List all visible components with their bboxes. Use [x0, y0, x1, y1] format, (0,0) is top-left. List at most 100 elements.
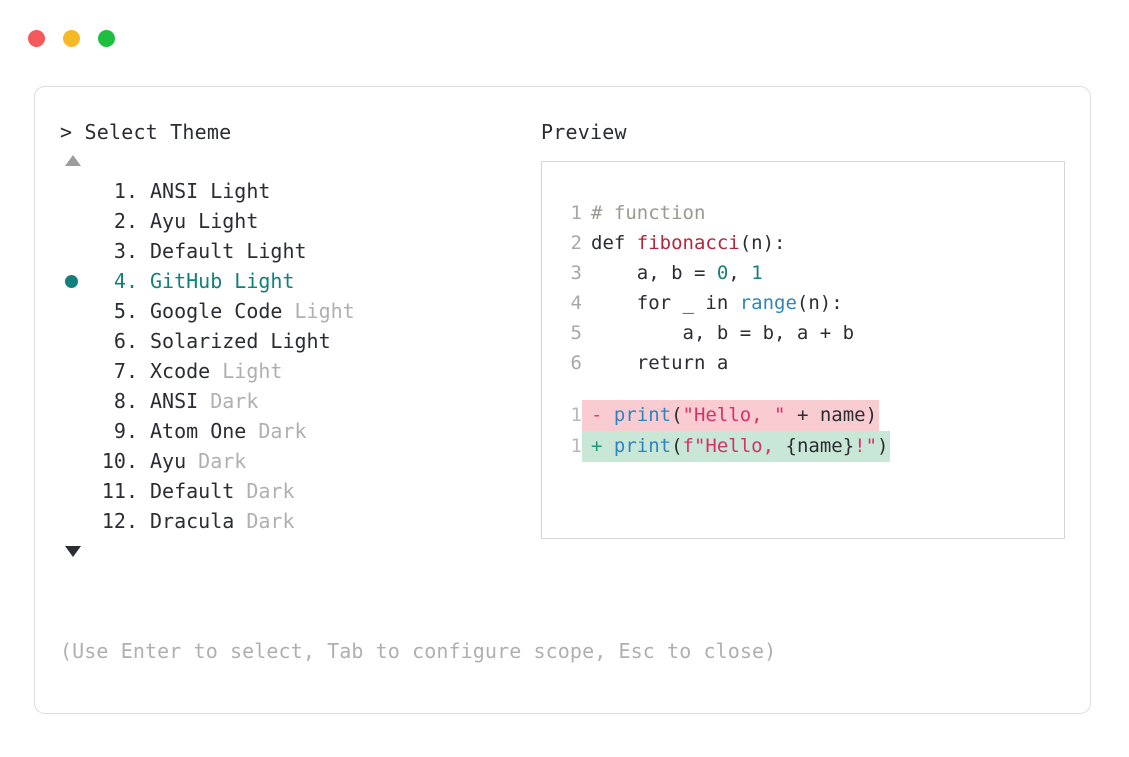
theme-item-label: Dracula: [150, 509, 235, 533]
theme-list-item[interactable]: 11. Default Dark: [60, 476, 530, 506]
theme-item-label: ANSI: [150, 389, 199, 413]
code-token: +: [591, 435, 614, 457]
theme-list-item[interactable]: 3.Default Light: [60, 236, 530, 266]
code-token: print: [613, 404, 672, 426]
code-token: fibonacci: [636, 232, 740, 254]
theme-list-item[interactable]: 1. ANSI Light: [60, 176, 530, 206]
code-line-text: for _ in range(n):: [582, 288, 843, 318]
code-token: -: [591, 404, 614, 426]
theme-item-number: 2.: [113, 209, 138, 233]
code-token: 1: [751, 262, 763, 284]
theme-item-variant: Light: [234, 239, 307, 263]
code-token: (: [671, 435, 683, 457]
code-line: 5 a, b = b, a + b: [560, 318, 1064, 348]
code-line: 6 return a: [560, 348, 1064, 378]
theme-item-variant: Light: [186, 209, 259, 233]
code-token: ): [877, 435, 889, 457]
line-number: 1: [570, 404, 582, 426]
theme-item-variant: Dark: [198, 389, 259, 413]
code-spacer: [560, 378, 1064, 400]
theme-item-variant: Dark: [234, 509, 295, 533]
minimize-button[interactable]: [63, 30, 80, 47]
theme-list-item[interactable]: 6.Solarized Light: [60, 326, 530, 356]
theme-item-number: 4.: [113, 269, 138, 293]
theme-list-item[interactable]: 9.Atom One Dark: [60, 416, 530, 446]
theme-item-number: 9.: [113, 419, 138, 443]
theme-list-item[interactable]: 4.GitHub Light: [60, 266, 530, 296]
theme-item-label: ANSI: [150, 179, 199, 203]
code-token: f"Hello,: [682, 435, 786, 457]
theme-list-item[interactable]: 2. Ayu Light: [60, 206, 530, 236]
code-token: ,: [728, 262, 752, 284]
theme-item-variant: Light: [198, 179, 271, 203]
code-token: a, b = b, a + b: [591, 322, 855, 344]
theme-item-variant: Dark: [186, 449, 247, 473]
code-token: print: [613, 435, 672, 457]
theme-item-label: GitHub: [150, 269, 223, 293]
code-token: a, b =: [591, 262, 717, 284]
theme-item-variant: Light: [258, 329, 331, 353]
code-token: # function: [591, 202, 706, 224]
theme-item-variant: Light: [210, 359, 283, 383]
theme-item-label: Solarized: [150, 329, 259, 353]
selection-indicator-slot: [60, 274, 90, 288]
maximize-button[interactable]: [98, 30, 115, 47]
theme-item-variant: Dark: [234, 479, 295, 503]
code-token: def: [591, 232, 637, 254]
line-number: 1: [570, 202, 582, 224]
code-token: 0: [716, 262, 729, 284]
theme-item-number: 1.: [113, 179, 138, 203]
code-token: + name): [785, 404, 878, 426]
code-token: (n):: [739, 232, 786, 254]
code-token: !": [854, 435, 878, 457]
theme-item-variant: Dark: [246, 419, 307, 443]
selected-bullet-icon: [65, 274, 78, 288]
code-line: 4 for _ in range(n):: [560, 288, 1064, 318]
theme-item-number: 8.: [113, 389, 138, 413]
theme-list-item[interactable]: 10. Ayu Dark: [60, 446, 530, 476]
line-number: 3: [570, 262, 582, 284]
code-line-text: def fibonacci(n):: [582, 228, 785, 258]
scroll-down-icon[interactable]: [65, 546, 81, 557]
scroll-up-icon[interactable]: [65, 155, 81, 166]
theme-item-number: 12.: [101, 509, 138, 533]
diff-added-line: 1+ print(f"Hello, {name}!"): [560, 431, 1064, 462]
diff-removed-line: 1- print("Hello, " + name): [560, 400, 1064, 431]
theme-item-label: Xcode: [150, 359, 211, 383]
theme-item-label: Ayu: [150, 449, 187, 473]
code-token: for _ in: [591, 292, 740, 314]
diff-highlight: + print(f"Hello, {name}!"): [582, 431, 891, 462]
line-number: 5: [570, 322, 582, 344]
diff-highlight: - print("Hello, " + name): [582, 400, 880, 431]
code-line-text: return a: [582, 348, 729, 378]
theme-list-item[interactable]: 12. Dracula Dark: [60, 506, 530, 536]
code-line: 3 a, b = 0, 1: [560, 258, 1064, 288]
code-line-text: - print("Hello, " + name): [582, 400, 880, 431]
theme-item-number: 3.: [113, 239, 138, 263]
theme-item-label: Ayu: [150, 209, 187, 233]
theme-list-item[interactable]: 8. ANSI Dark: [60, 386, 530, 416]
theme-item-number: 10.: [101, 449, 138, 473]
theme-item-label: Default: [150, 479, 235, 503]
code-line-text: a, b = b, a + b: [582, 318, 855, 348]
preview-title: Preview: [541, 120, 627, 144]
theme-list-item[interactable]: 5.Google Code Light: [60, 296, 530, 326]
line-number: 6: [570, 352, 582, 374]
line-number: 1: [570, 435, 582, 457]
page-title: > Select Theme: [60, 120, 232, 144]
keyboard-hint: (Use Enter to select, Tab to configure s…: [60, 639, 777, 663]
code-line-text: # function: [582, 198, 705, 228]
theme-item-number: 11.: [101, 479, 138, 503]
code-line-text: a, b = 0, 1: [582, 258, 763, 288]
theme-list-item[interactable]: 7.Xcode Light: [60, 356, 530, 386]
theme-item-number: 5.: [113, 299, 138, 323]
window-controls: [28, 30, 115, 47]
close-button[interactable]: [28, 30, 45, 47]
code-line: 1 # function: [560, 198, 1064, 228]
code-line-text: + print(f"Hello, {name}!"): [582, 431, 891, 462]
